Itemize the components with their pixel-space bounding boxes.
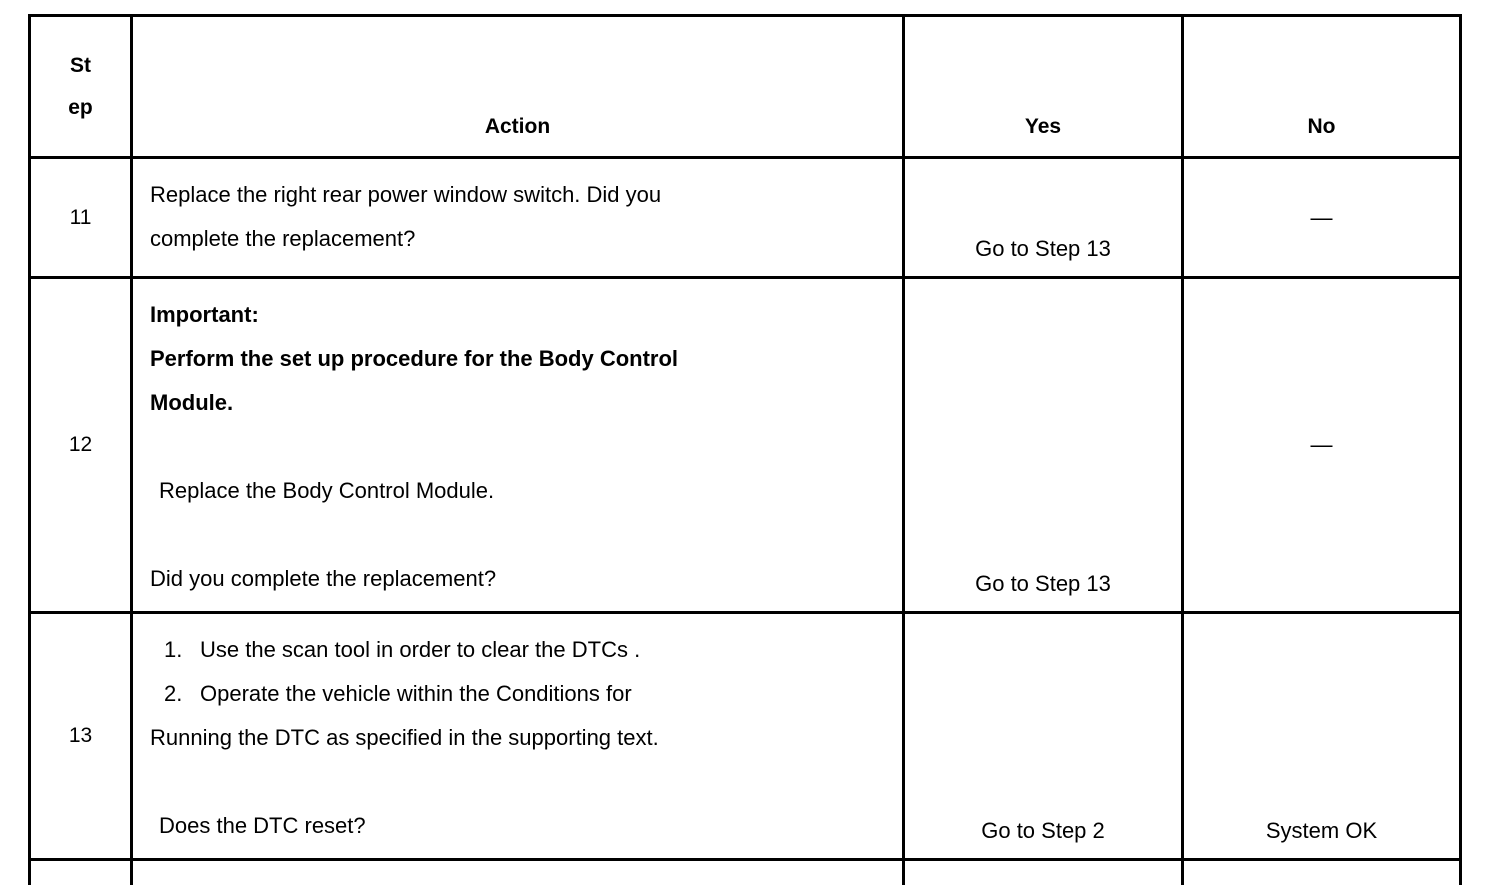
- no-answer-cell: —: [1183, 158, 1461, 278]
- action-question: Did you complete the replacement?: [150, 557, 886, 601]
- action-cell: 1.Use the scan tool in order to clear th…: [132, 613, 904, 860]
- step-number: 13: [31, 724, 130, 748]
- no-answer-text: System OK: [1184, 818, 1459, 844]
- no-answer-cell: —: [1183, 278, 1461, 613]
- list-item-body: 2.Operate the vehicle within the Conditi…: [150, 672, 632, 716]
- action-line: complete the replacement?: [150, 217, 886, 261]
- diagnostic-step-table: St ep Action Yes No 11 Replace the right…: [28, 14, 1462, 885]
- yes-answer-text: Go to Step 13: [905, 571, 1181, 597]
- important-line: Perform the set up procedure for the Bod…: [150, 337, 886, 381]
- list-item-text: Operate the vehicle within the Condition…: [200, 681, 632, 706]
- yes-answer-cell: Go to Step 13: [904, 278, 1183, 613]
- action-text: 1.Use the scan tool in order to clear th…: [133, 614, 902, 858]
- action-question: Does the DTC reset?: [150, 804, 886, 848]
- column-header-step: St ep: [30, 16, 132, 158]
- yes-answer-cell: Go to Step 13: [904, 158, 1183, 278]
- yes-answer-text: Go to Step 2: [905, 818, 1181, 844]
- action-text: Important: Perform the set up procedure …: [133, 279, 902, 611]
- list-item-number: 1.: [164, 628, 200, 672]
- column-header-no-text: No: [1184, 107, 1459, 148]
- step-number-cell: 11: [30, 158, 132, 278]
- action-text: Replace the right rear power window swit…: [133, 159, 902, 271]
- list-item-body: 1.Use the scan tool in order to clear th…: [150, 628, 640, 672]
- column-header-step-text: St ep: [31, 45, 130, 129]
- action-cell: [132, 860, 904, 885]
- list-item: 2.Operate the vehicle within the Conditi…: [150, 672, 886, 716]
- important-label: Important:: [150, 293, 886, 337]
- column-header-step-line2: ep: [68, 96, 93, 119]
- list-item-text: Use the scan tool in order to clear the …: [200, 637, 640, 662]
- yes-answer-cell: Go to Step 2: [904, 613, 1183, 860]
- yes-answer-cell: [904, 860, 1183, 885]
- no-answer-cell: [1183, 860, 1461, 885]
- column-header-no: No: [1183, 16, 1461, 158]
- step-number-cell: 13: [30, 613, 132, 860]
- yes-answer-text: Go to Step 13: [905, 236, 1181, 262]
- column-header-step-line1: St: [70, 54, 91, 77]
- page-root: St ep Action Yes No 11 Replace the right…: [0, 0, 1504, 862]
- table-header-row: St ep Action Yes No: [30, 16, 1461, 158]
- column-header-yes: Yes: [904, 16, 1183, 158]
- column-header-action: Action: [132, 16, 904, 158]
- step-number: 12: [31, 433, 130, 457]
- table-row-partial: [30, 860, 1461, 885]
- table-row: 11 Replace the right rear power window s…: [30, 158, 1461, 278]
- column-header-yes-text: Yes: [905, 107, 1181, 148]
- step-number-cell: [30, 860, 132, 885]
- action-ordered-list: 1.Use the scan tool in order to clear th…: [150, 628, 886, 716]
- list-item-number: 2.: [164, 672, 200, 716]
- table-row: 12 Important: Perform the set up procedu…: [30, 278, 1461, 613]
- list-continuation-line: Running the DTC as specified in the supp…: [150, 716, 886, 760]
- important-line: Module.: [150, 381, 886, 425]
- action-line: Replace the right rear power window swit…: [150, 173, 886, 217]
- list-item: 1.Use the scan tool in order to clear th…: [150, 628, 886, 672]
- table-row: 13 1.Use the scan tool in order to clear…: [30, 613, 1461, 860]
- action-cell: Important: Perform the set up procedure …: [132, 278, 904, 613]
- step-number-cell: 12: [30, 278, 132, 613]
- action-line: Replace the Body Control Module.: [150, 469, 886, 513]
- step-number: 11: [31, 206, 130, 230]
- no-answer-text: —: [1184, 432, 1459, 458]
- no-answer-text: —: [1184, 205, 1459, 231]
- no-answer-cell: System OK: [1183, 613, 1461, 860]
- column-header-action-text: Action: [133, 107, 902, 148]
- action-cell: Replace the right rear power window swit…: [132, 158, 904, 278]
